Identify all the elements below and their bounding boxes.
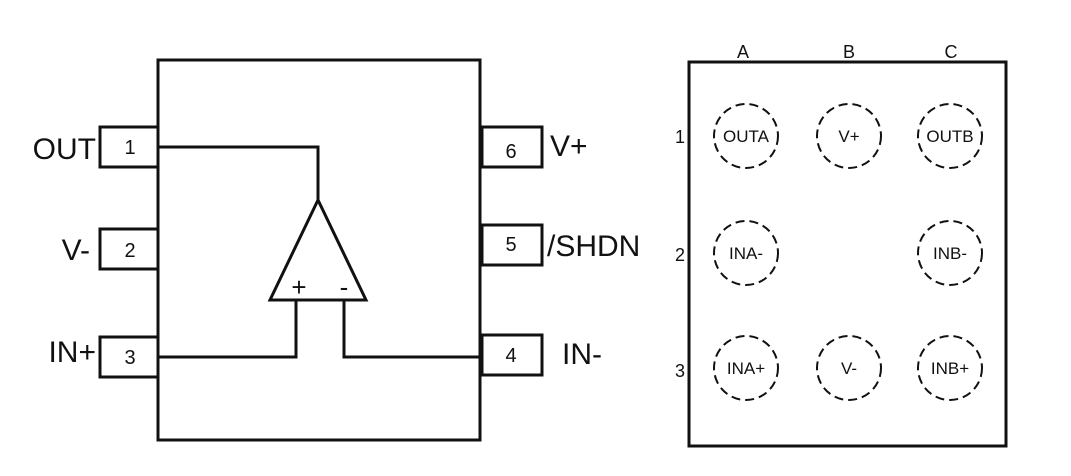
bga-ball-a2-label: INA-: [729, 244, 763, 263]
bga-ball-a1-label: OUTA: [723, 127, 770, 146]
bga-ball-a3: [713, 335, 779, 401]
pin-4-number: 4: [505, 345, 516, 367]
bga-column-c: C: [945, 42, 958, 62]
bga-ball-b1: [816, 103, 882, 169]
bga-ball-a1: [713, 103, 779, 169]
bga-ball-c1: [917, 103, 983, 169]
bga-ball-b1-label: V+: [838, 127, 859, 146]
pin-3-name: IN+: [48, 336, 96, 369]
pin-2-box: [98, 227, 160, 271]
pin-1-name: OUT: [33, 133, 96, 166]
wire-out: [158, 145, 320, 200]
pin-5-number: 5: [505, 234, 516, 256]
bga-column-a: A: [737, 42, 749, 62]
opamp-plus-sign: +: [291, 272, 306, 302]
package-body: [156, 58, 482, 442]
bga-ball-c3-label: INB+: [931, 359, 969, 378]
bga-ball-c3: [917, 335, 983, 401]
opamp-symbol: [267, 196, 369, 302]
bga-column-b: B: [843, 42, 855, 62]
bga-ball-a2: [713, 220, 779, 286]
bga-ball-b3-label: V-: [841, 359, 857, 378]
pin-2-number: 2: [124, 240, 135, 262]
bga-ball-a3-label: INA+: [727, 359, 765, 378]
pin-6-box: [480, 125, 544, 169]
pin-5-name: /SHDN: [547, 230, 640, 263]
wire-in-plus: [158, 300, 298, 359]
sot-package: [98, 58, 544, 442]
bga-row-2: 2: [675, 245, 685, 265]
bga-ball-c1-label: OUTB: [926, 127, 973, 146]
pin-1-number: 1: [124, 137, 135, 159]
pin-4-name: IN-: [562, 338, 602, 371]
bga-ball-c2-label: INB-: [933, 244, 967, 263]
bga-ball-b3: [816, 335, 882, 401]
bga-ball-c2: [917, 220, 983, 286]
pin-5-box: [480, 223, 544, 267]
pin-3-number: 3: [124, 347, 135, 369]
pin-2-name: V-: [62, 234, 90, 267]
pin-6-number: 6: [505, 141, 516, 163]
bga-row-3: 3: [675, 361, 685, 381]
opamp-minus-sign: -: [340, 272, 349, 302]
pin-4-box: [480, 333, 544, 377]
pin-6-name: V+: [550, 130, 588, 163]
wire-in-minus: [342, 300, 482, 359]
bga-package-body: [687, 60, 1008, 448]
bga-row-1: 1: [675, 127, 685, 147]
